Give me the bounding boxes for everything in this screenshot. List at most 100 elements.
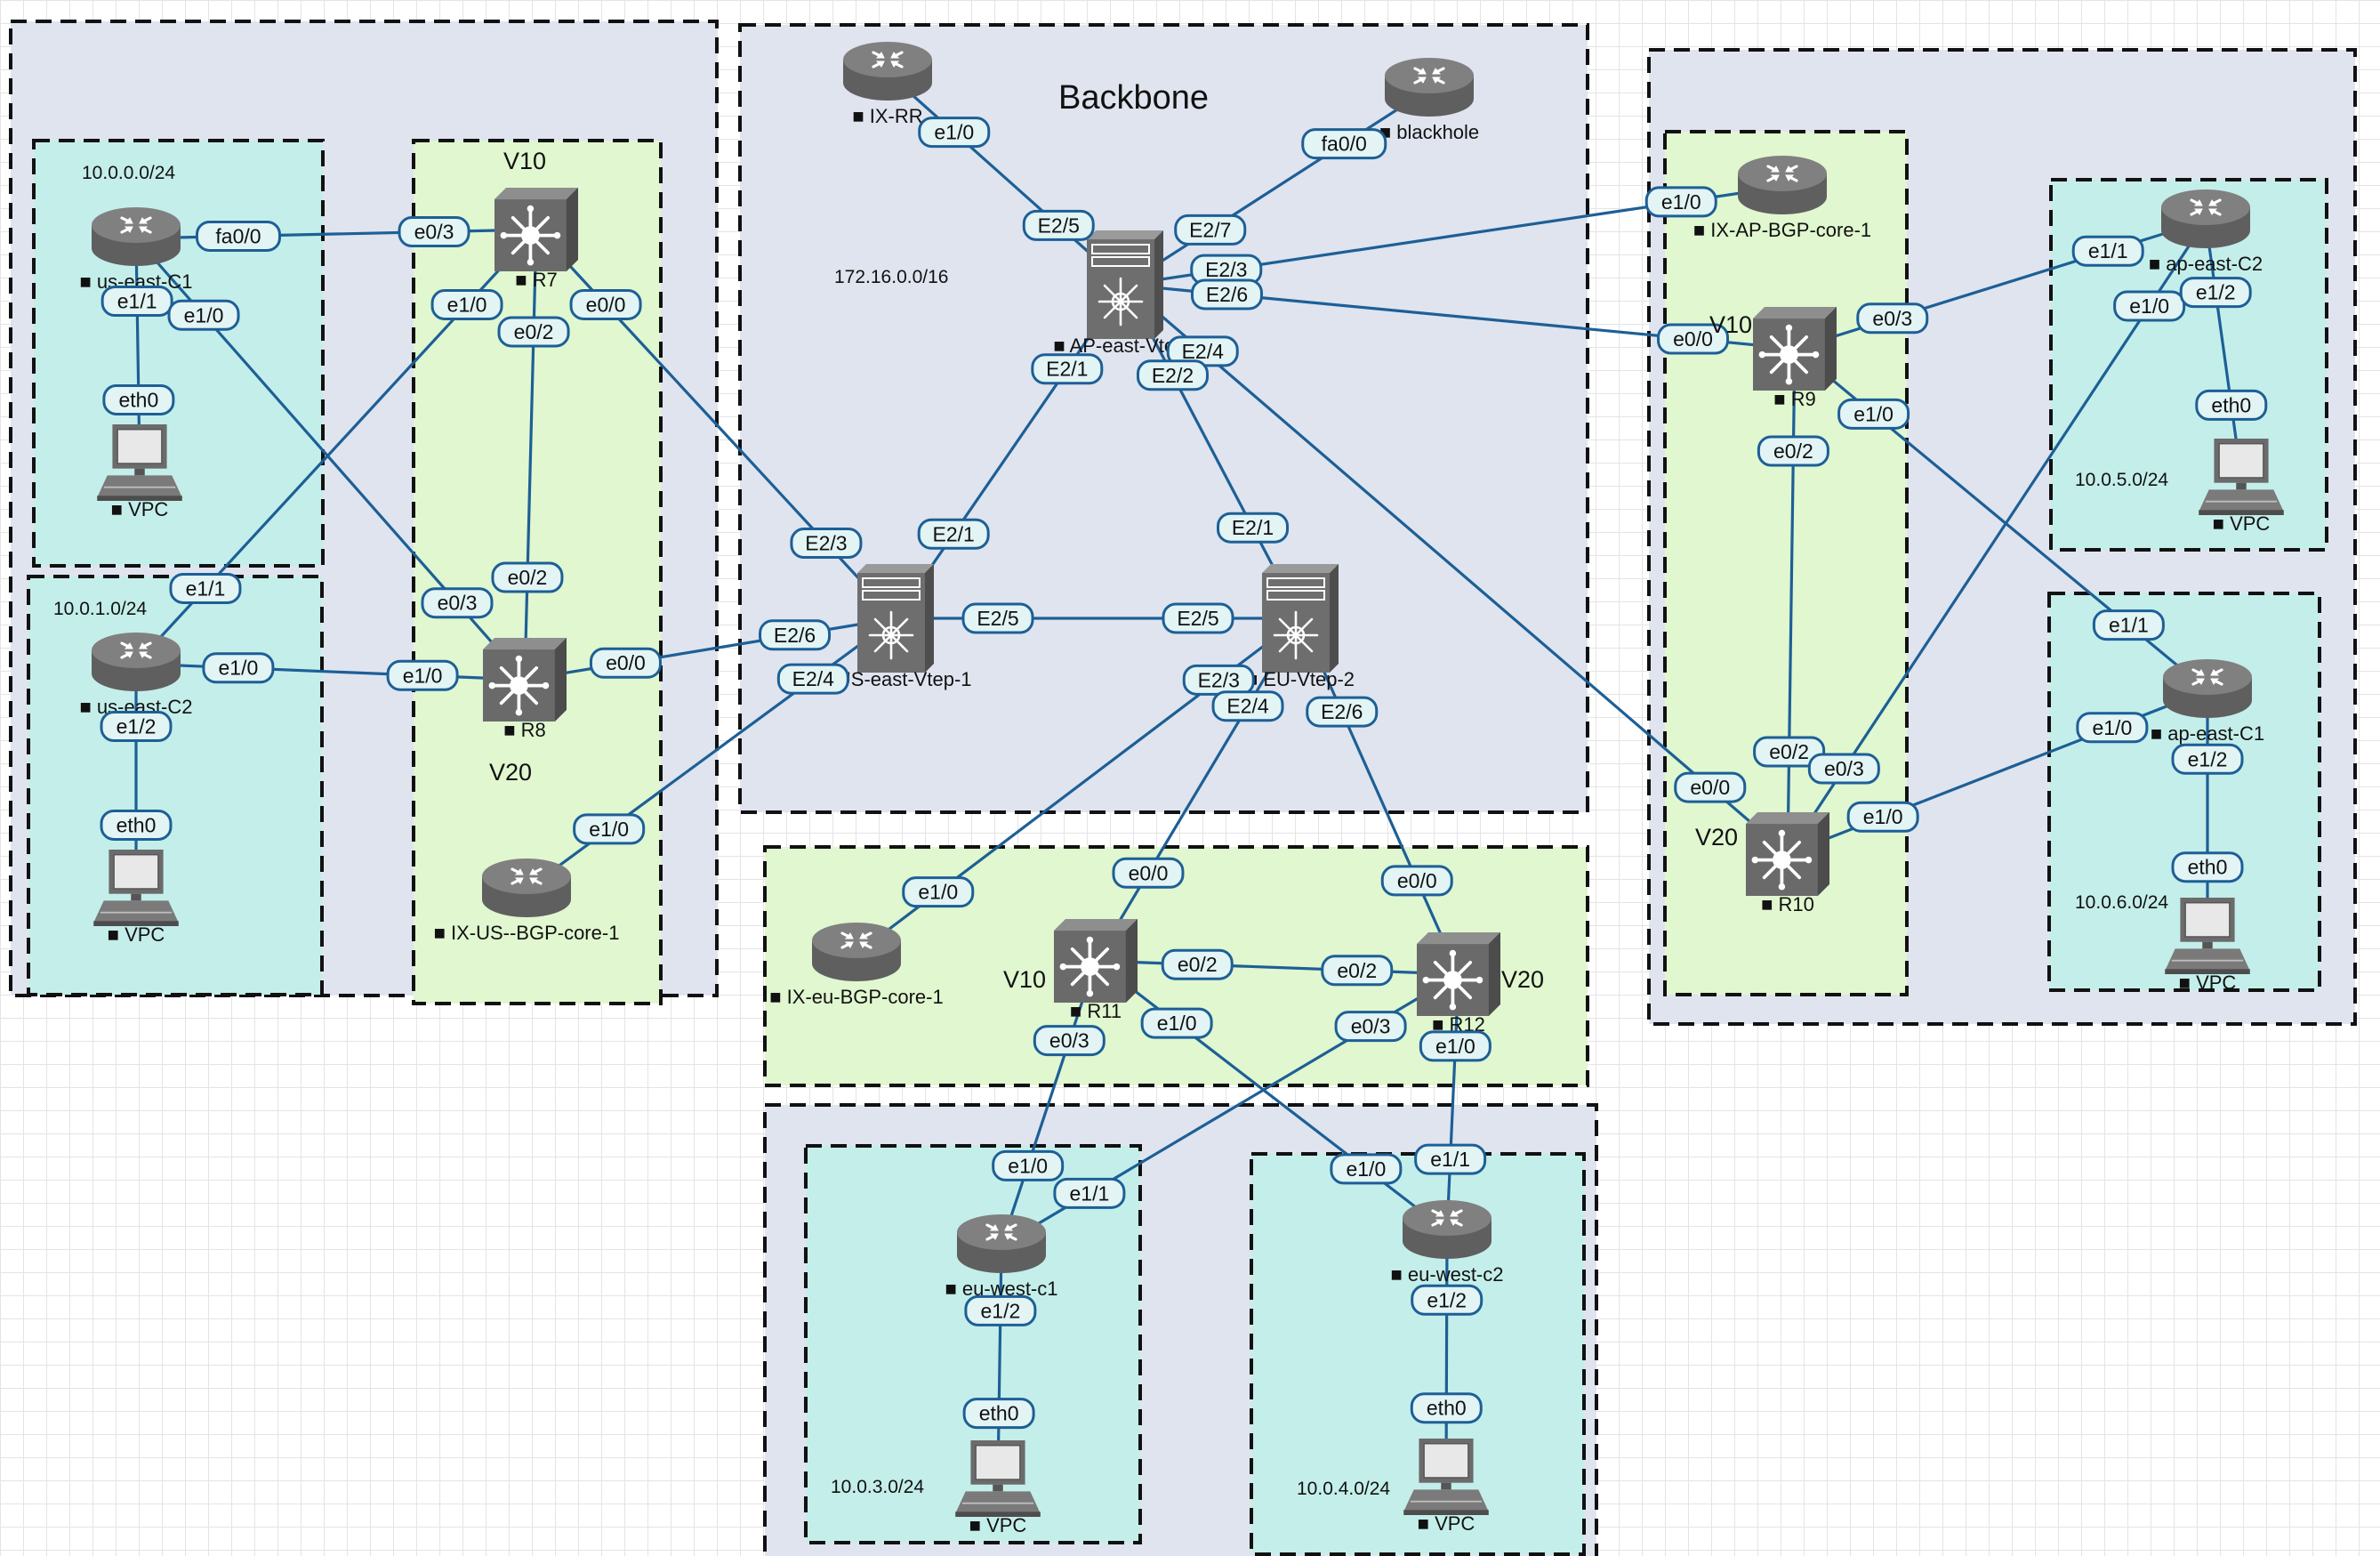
svg-text:E2/3: E2/3 [1198, 668, 1240, 691]
svg-text:e1/1: e1/1 [1430, 1148, 1470, 1171]
svg-text:eth0: eth0 [2211, 393, 2251, 416]
port-label: eth0 [2195, 389, 2268, 421]
router-icon [1385, 58, 1474, 118]
vpc3-device[interactable]: ■ VPC [2199, 439, 2284, 535]
port-label: e0/0 [1657, 323, 1730, 355]
vpc1-device[interactable]: ■ VPC [97, 424, 182, 520]
svg-text:E2/3: E2/3 [1205, 258, 1247, 281]
device-label: ■ R8 [503, 719, 546, 741]
subnet-label: 10.0.1.0/24 [53, 599, 147, 619]
device-label: ■ EU-Vtep-2 [1246, 668, 1355, 690]
svg-text:e0/3: e0/3 [1351, 1015, 1391, 1038]
ix-us-bgp-device[interactable]: ■ IX-US--BGP-core-1 [434, 859, 620, 944]
port-label: e0/0 [589, 647, 662, 679]
svg-text:eth0: eth0 [118, 388, 158, 411]
switch-icon [494, 188, 578, 271]
port-label: eth0 [2171, 851, 2244, 883]
ix-rr-device[interactable]: ■ IX-RR [843, 42, 932, 127]
port-label: e1/0 [430, 289, 503, 321]
port-label: E2/6 [1306, 696, 1379, 728]
link-R8-US-V1[interactable] [524, 617, 897, 681]
ix-ap-device[interactable]: ■ IX-AP-BGP-core-1 [1693, 156, 1871, 241]
port-label: e0/3 [1334, 1011, 1407, 1043]
port-label: eth0 [100, 809, 173, 841]
svg-text:e1/1: e1/1 [117, 290, 157, 313]
r10-device[interactable]: ■ R10 [1746, 812, 1829, 915]
svg-text:e1/0: e1/0 [2092, 716, 2132, 739]
link-eu-west-c1-vpc5[interactable] [996, 1245, 1003, 1479]
vpc2-device[interactable]: ■ VPC [93, 850, 179, 946]
link-EU-V2-R12[interactable] [1299, 617, 1460, 975]
link-R11-R12[interactable] [1095, 959, 1459, 976]
link-ap-east-C2-vpc3[interactable] [2204, 220, 2243, 478]
port-label: e0/2 [491, 561, 564, 593]
link-R11-eu-west-c1[interactable] [1000, 960, 1098, 1246]
router-icon [957, 1214, 1046, 1275]
svg-text:e1/0: e1/0 [1661, 190, 1701, 214]
subnet-label: 10.0.6.0/24 [2075, 892, 2168, 913]
link-us-east-C2-R8[interactable] [135, 662, 526, 681]
us-east-c2-device[interactable]: ■ us-east-C2 [80, 633, 193, 718]
eu-v2-device[interactable]: ■ EU-Vtep-2 [1246, 564, 1355, 690]
link-blackhole-AP-V3[interactable] [1124, 87, 1430, 286]
link-AP-V3-EU-V2[interactable] [1123, 284, 1302, 619]
svg-text:e0/0: e0/0 [1673, 327, 1713, 351]
port-label: e1/0 [992, 1149, 1065, 1181]
svg-text:E2/5: E2/5 [977, 607, 1018, 630]
link-R9-R10[interactable] [1786, 348, 1797, 855]
port-label: E2/3 [1190, 254, 1263, 286]
port-label: E2/4 [1166, 335, 1239, 367]
svg-text:E2/4: E2/4 [1182, 340, 1225, 363]
us-east-c1-device[interactable]: ■ us-east-C1 [80, 207, 193, 293]
r11-device[interactable]: ■ R11 [1054, 919, 1138, 1022]
backbone-zone [738, 23, 1589, 814]
device-label: ■ IX-US--BGP-core-1 [434, 922, 620, 944]
svg-text:E2/6: E2/6 [774, 624, 816, 647]
port-label: e1/1 [2092, 609, 2165, 641]
link-R10-ap-east-C2[interactable] [1786, 220, 2207, 855]
svg-text:e0/2: e0/2 [1337, 959, 1377, 982]
subnet-label: 10.0.5.0/24 [2075, 470, 2168, 490]
port-label: E2/4 [1211, 690, 1284, 722]
r8-device[interactable]: ■ R8 [483, 638, 567, 741]
svg-text:e1/0: e1/0 [184, 303, 224, 327]
device-label: ■ ap-east-C1 [2151, 722, 2264, 745]
svg-text:e0/0: e0/0 [1129, 861, 1169, 884]
blackhole-device[interactable]: ■ blackhole [1379, 58, 1479, 143]
port-label: e1/0 [2076, 712, 2149, 744]
r9-device[interactable]: ■ R9 [1753, 307, 1837, 410]
link-R12-eu-west-c2[interactable] [1445, 973, 1460, 1232]
link-EU-V2-R11[interactable] [1094, 617, 1302, 962]
ix-eu-device[interactable]: ■ IX-eu-BGP-core-1 [769, 923, 944, 1008]
link-IX-RR-AP-V3[interactable] [886, 71, 1127, 286]
ap-east-c1-device[interactable]: ■ ap-east-C1 [2151, 659, 2264, 745]
svg-text:E2/1: E2/1 [933, 522, 975, 545]
link-AP-V3-US-V1[interactable] [894, 284, 1127, 619]
eu-west-c1-device[interactable]: ■ eu-west-c1 [945, 1214, 1058, 1300]
svg-text:e0/0: e0/0 [1397, 869, 1437, 892]
svg-text:eth0: eth0 [2188, 856, 2228, 879]
ap-east-c2-device[interactable]: ■ ap-east-C2 [2149, 189, 2263, 275]
link-R11-eu-west-c2[interactable] [1095, 959, 1448, 1233]
us-east-c2-subnet-zone [27, 575, 324, 996]
svg-text:e0/0: e0/0 [606, 651, 646, 674]
port-label: E2/2 [1136, 359, 1209, 391]
svg-text:E2/1: E2/1 [1046, 358, 1088, 381]
svg-text:e1/1: e1/1 [2109, 614, 2149, 637]
link-eu-west-c2-vpc6[interactable] [1444, 1230, 1449, 1478]
vlan-label: V20 [1695, 824, 1738, 851]
eu-west-c2-device[interactable]: ■ eu-west-c2 [1391, 1200, 1504, 1286]
port-label: e0/0 [569, 288, 642, 320]
link-AP-V3-R10[interactable] [1123, 283, 1789, 856]
vpc6-device[interactable]: ■ VPC [1403, 1439, 1489, 1535]
svg-text:fa0/0: fa0/0 [215, 224, 261, 247]
link-R7-R8[interactable] [523, 229, 538, 681]
port-label: E2/7 [1174, 214, 1247, 246]
r7-device[interactable]: ■ R7 [494, 188, 578, 291]
port-label: e0/3 [1033, 1025, 1106, 1057]
svg-text:E2/3: E2/3 [805, 532, 847, 555]
vpc5-device[interactable]: ■ VPC [955, 1440, 1041, 1536]
vpc4-device[interactable]: ■ VPC [2165, 898, 2250, 994]
port-label: e1/0 [1846, 801, 1919, 833]
